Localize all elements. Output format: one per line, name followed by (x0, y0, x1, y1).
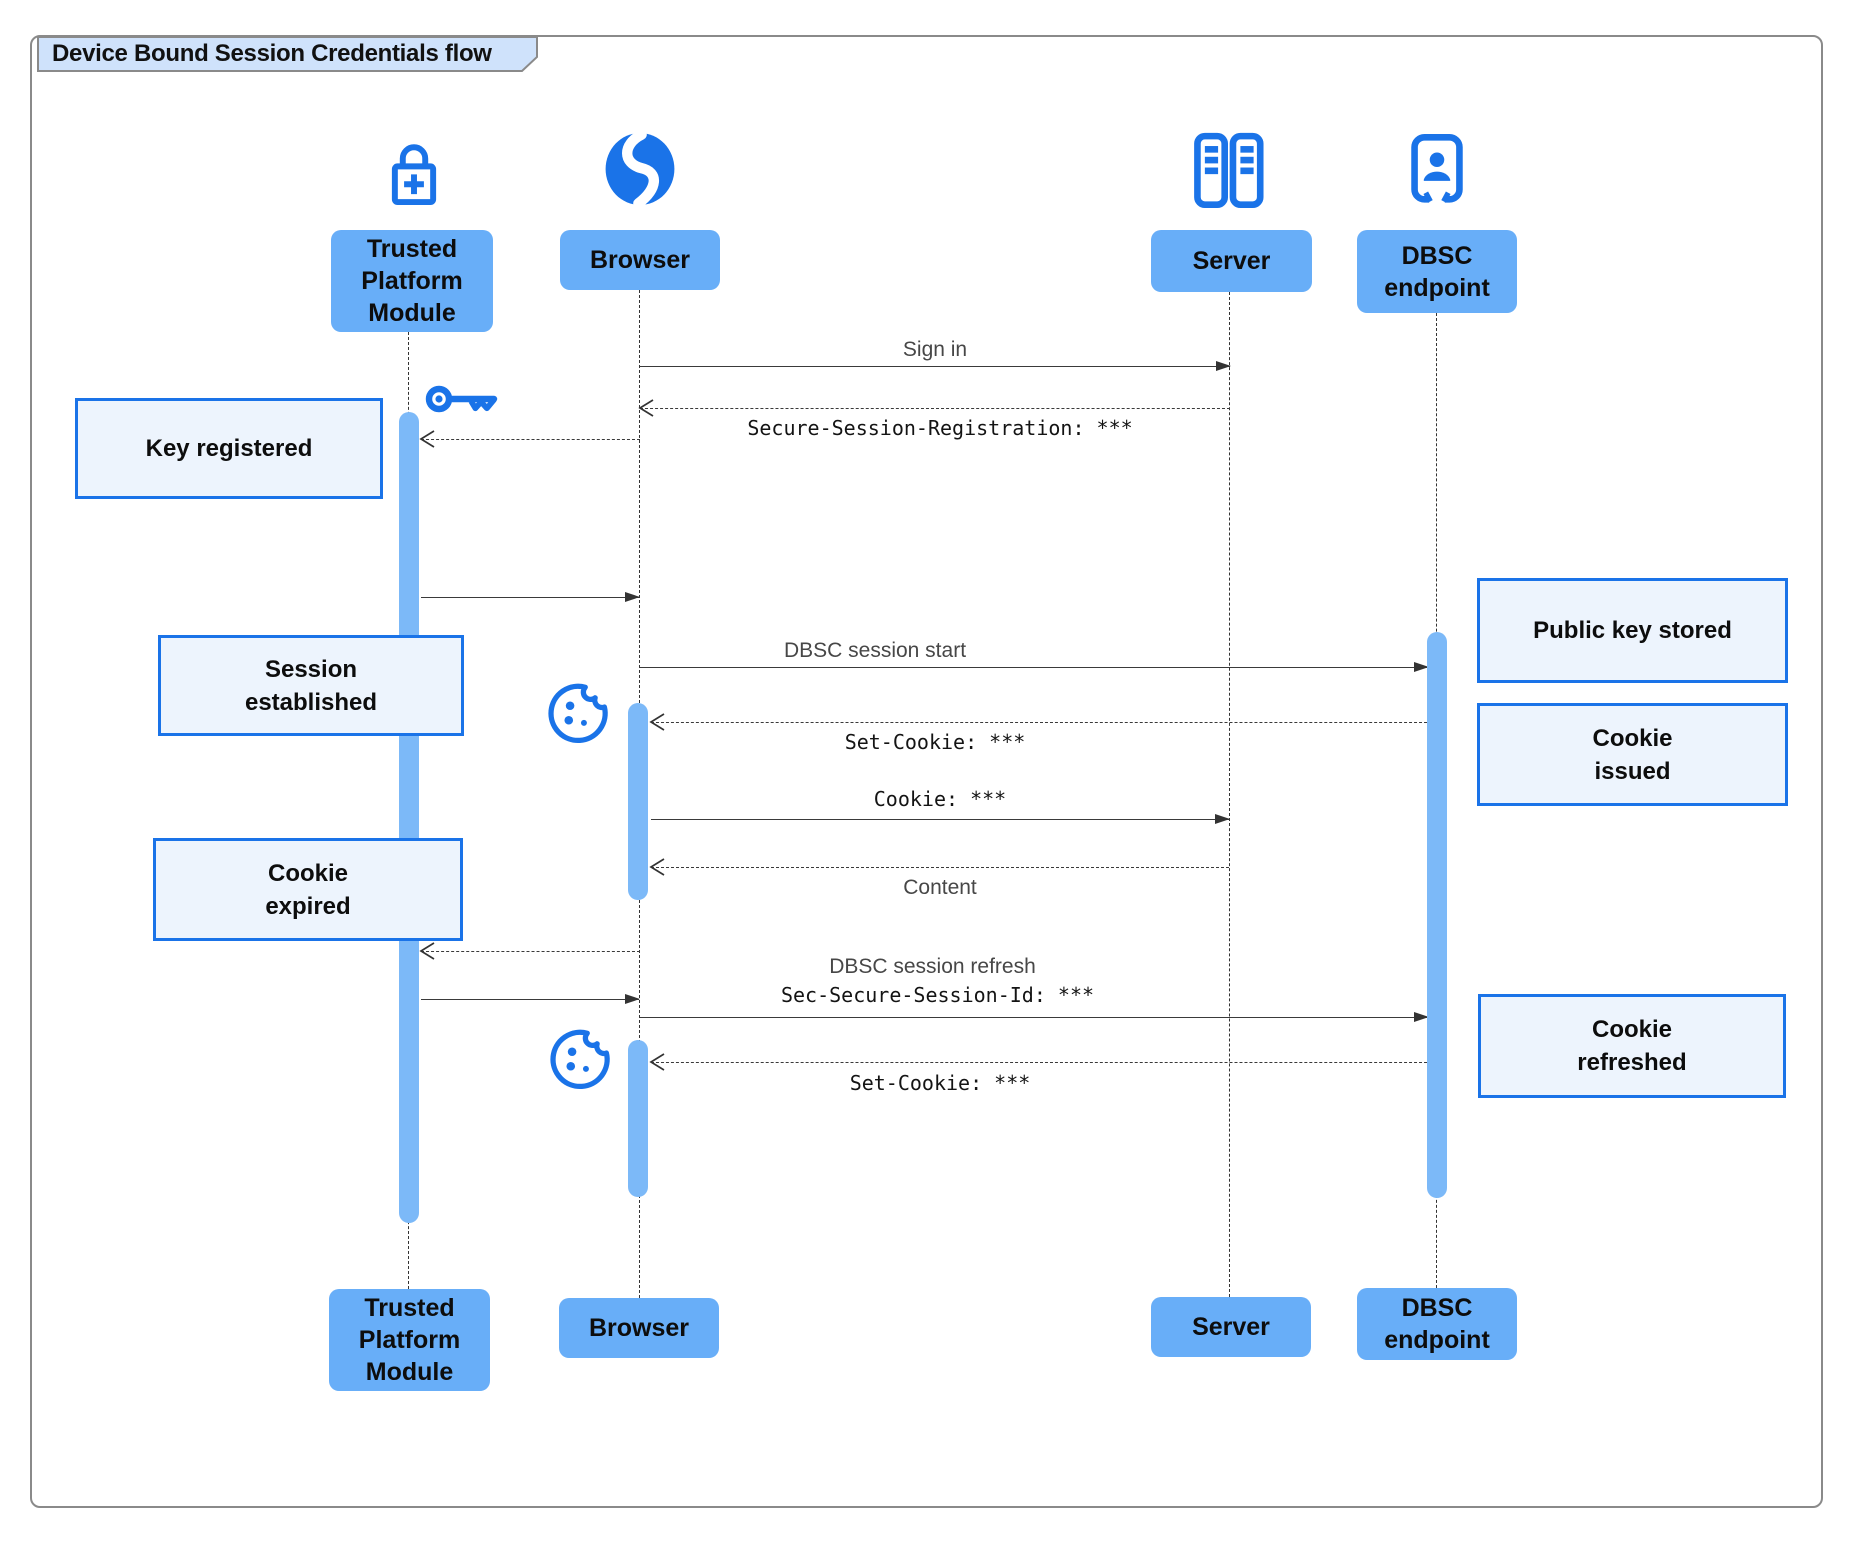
server-racks-icon (1186, 132, 1270, 208)
actor-browser-bottom: Browser (559, 1298, 719, 1358)
message-label-dbsc-session-start: DBSC session start (783, 639, 967, 662)
actor-label-text: Browser (588, 1314, 690, 1342)
globe-icon (600, 128, 680, 210)
message-label-content: Content (903, 876, 977, 899)
actor-server-bottom: Server (1151, 1297, 1311, 1357)
actor-label-text: Server (1192, 247, 1271, 275)
activation-browser-1 (628, 703, 648, 900)
actor-label-text: Server (1192, 1313, 1270, 1341)
message-label-cookie: Cookie: *** (873, 787, 1007, 811)
cookie-icon (547, 1024, 613, 1094)
person-badge-icon (1404, 128, 1470, 210)
page-title: Device Bound Session Credentials flow (52, 40, 492, 67)
activation-browser-2 (628, 1040, 648, 1197)
message-label-dbsc-session-refresh: DBSC session refresh (829, 955, 1036, 978)
lock-plus-icon (381, 134, 447, 212)
cookie-icon (545, 678, 611, 748)
diagram-title-tab (37, 36, 539, 72)
note-public-key-stored: Public key stored (1477, 578, 1788, 683)
message-label-sign-in: Sign in (902, 338, 968, 361)
activation-dbsc (1427, 632, 1447, 1198)
message-label-set-cookie-1: Set-Cookie: *** (844, 730, 1026, 754)
message-label-set-cookie-2: Set-Cookie: *** (849, 1071, 1031, 1095)
note-key-registered: Key registered (75, 398, 383, 499)
activation-tpm (399, 412, 419, 1223)
note-text: Key registered (145, 435, 313, 462)
actor-server-top: Server (1151, 230, 1312, 292)
actor-browser-top: Browser (560, 230, 720, 290)
note-text: Public key stored (1533, 617, 1732, 644)
key-icon (424, 374, 504, 424)
actor-label-text: Browser (589, 246, 691, 274)
lifeline-server (1229, 292, 1230, 1297)
message-label-sec-secure-session-id: Sec-Secure-Session-Id: *** (780, 983, 1095, 1007)
message-label-session-registration: Secure-Session-Registration: *** (747, 416, 1133, 440)
